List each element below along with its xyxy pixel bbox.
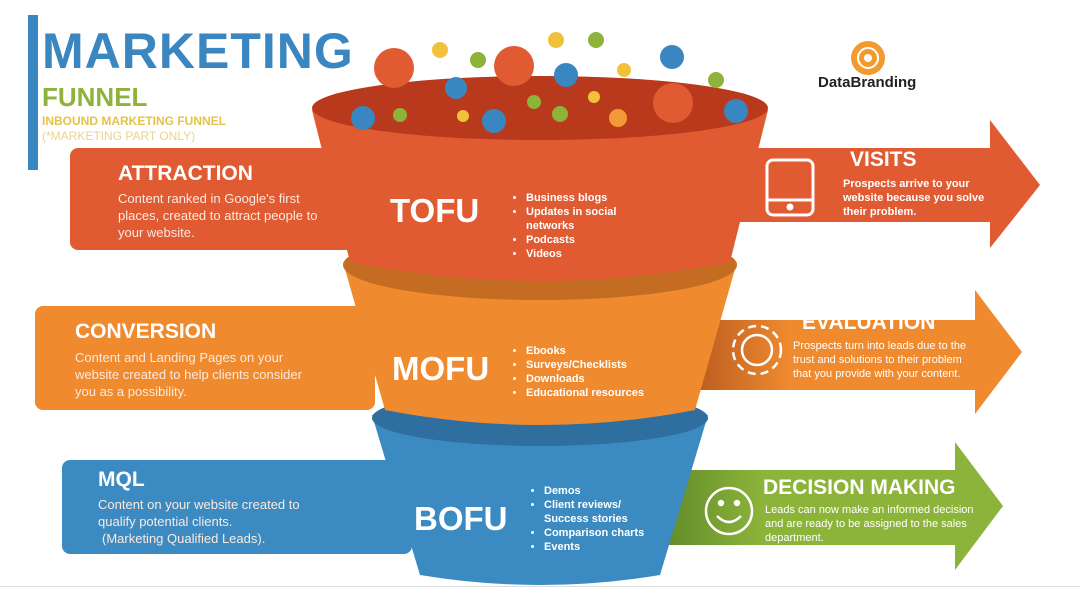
mql-text-2: (Marketing Qualified Leads). [102,531,266,546]
tofu-label: TOFU [390,192,480,229]
gear-icon [731,324,783,376]
bofu-list: Demos Client reviews/ Success stories Co… [530,484,659,554]
logo-text: DataBranding [818,74,917,91]
bofu-label: BOFU [414,500,508,537]
divider [0,586,1080,587]
smiley-icon [704,486,754,536]
attraction-title: ATTRACTION [118,162,253,185]
conversion-title: CONVERSION [75,320,217,343]
list-item: Demos [544,484,659,498]
list-item: Updates in social networks [526,205,636,233]
tablet-icon [765,158,815,217]
list-item: Ebooks [526,344,666,358]
conversion-band [35,306,375,410]
conversion-text: Content and Landing Pages on your websit… [75,350,302,399]
evaluation-text: Prospects turn into leads due to the tru… [793,340,967,380]
decision-arrow [660,442,1003,570]
list-item: Client reviews/ Success stories [544,498,659,526]
title-accent-bar [28,15,38,170]
databranding-logo-icon [851,41,885,75]
note: (*MARKETING PART ONLY) [42,129,196,143]
list-item: Downloads [526,372,666,386]
decision-title: DECISION MAKING [763,476,956,499]
list-item: Surveys/Checklists [526,358,666,372]
attraction-text: Content ranked in Google's first places,… [118,191,318,240]
mofu-list: Ebooks Surveys/Checklists Downloads Educ… [512,344,666,400]
list-item: Educational resources [526,386,666,400]
visits-title: VISITS [850,148,917,171]
evaluation-title: EVALUATION [802,311,936,334]
tagline: INBOUND MARKETING FUNNEL [42,114,226,128]
mql-text: Content on your website created to quali… [98,497,300,529]
list-item: Comparison charts [544,526,659,540]
visits-text: Prospects arrive to your website because… [843,178,985,218]
mql-band [62,460,412,554]
list-item: Events [544,540,659,554]
mofu-label: MOFU [392,350,490,387]
attraction-band [70,148,400,250]
decision-text: Leads can now make an informed decision … [765,504,974,544]
evaluation-arrow [690,290,1022,414]
page-subtitle: FUNNEL [42,82,148,112]
list-item: Podcasts [526,233,636,247]
list-item: Videos [526,247,636,261]
list-item: Business blogs [526,191,636,205]
page-title: MARKETING [42,23,354,79]
balls [351,32,748,133]
tofu-list: Business blogs Updates in social network… [512,191,636,261]
mql-title: MQL [98,468,145,491]
